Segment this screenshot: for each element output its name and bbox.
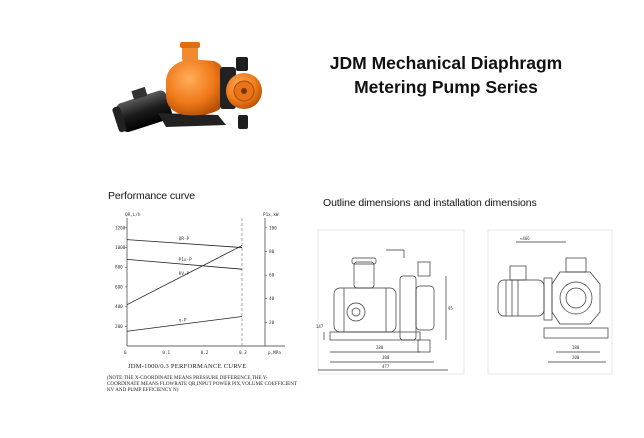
y-left-tick-label: 400 bbox=[115, 304, 123, 310]
outline-drawing-front-view: 280 380 477 95 147 bbox=[316, 229, 465, 375]
svg-text:180: 180 bbox=[572, 345, 580, 350]
series-label-2: KV-P bbox=[179, 271, 190, 277]
y-left-tick-label: 200 bbox=[115, 324, 123, 330]
y-left-axis-label: QR,L/h bbox=[125, 212, 141, 218]
title-line-1: JDM Mechanical Diaphragm bbox=[329, 53, 563, 73]
series-line-0 bbox=[126, 239, 243, 248]
y-left-tick-label: 1200 bbox=[115, 225, 126, 231]
series-line-3 bbox=[126, 316, 243, 332]
series-line-1 bbox=[126, 258, 243, 270]
performance-curve-label: Performance curve bbox=[108, 190, 196, 202]
series-label-3: η-P bbox=[179, 318, 187, 324]
series-label-1: P1x-P bbox=[179, 257, 192, 263]
x-tick-label: 0.3 bbox=[239, 350, 247, 356]
y-right-tick-label: 60 bbox=[269, 273, 275, 279]
y-right-tick-label: 100 bbox=[269, 225, 277, 231]
svg-text:95: 95 bbox=[448, 306, 453, 311]
y-right-axis-label: P1x,kW bbox=[263, 212, 279, 218]
y-left-tick-label: 600 bbox=[115, 284, 123, 290]
svg-text:≈466: ≈466 bbox=[520, 236, 530, 241]
outline-dimensions-label: Outline dimensions and installation dime… bbox=[323, 197, 537, 209]
page-title: JDM Mechanical Diaphragm Metering Pump S… bbox=[296, 51, 596, 99]
series-label-0: QR-P bbox=[179, 236, 190, 242]
y-right-tick-label: 40 bbox=[269, 296, 275, 302]
svg-text:380: 380 bbox=[382, 355, 390, 360]
outline-drawing-side-view: ≈466 180 200 bbox=[487, 229, 613, 375]
x-tick-label: 0.2 bbox=[201, 350, 209, 356]
svg-text:200: 200 bbox=[572, 355, 580, 360]
series-line-2 bbox=[126, 245, 243, 306]
svg-text:147: 147 bbox=[316, 324, 324, 329]
y-right-tick-label: 80 bbox=[269, 249, 275, 255]
title-line-2: Metering Pump Series bbox=[354, 77, 538, 97]
x-tick-label: p,MPa bbox=[268, 350, 281, 356]
chart-title: JDM-1000/0.3 PERFORMANCE CURVE bbox=[128, 363, 247, 370]
svg-text:280: 280 bbox=[376, 345, 384, 350]
svg-text:477: 477 bbox=[382, 364, 390, 369]
chart-note: (NOTE:THE X-COORDINATE MEANS PRESSURE DI… bbox=[107, 375, 297, 394]
pump-photo bbox=[112, 42, 262, 133]
y-left-tick-label: 1000 bbox=[115, 245, 126, 251]
x-tick-label: 0.1 bbox=[162, 350, 170, 356]
y-left-tick-label: 800 bbox=[115, 265, 123, 271]
y-right-tick-label: 20 bbox=[269, 320, 275, 326]
x-tick-label: 0 bbox=[124, 350, 127, 356]
